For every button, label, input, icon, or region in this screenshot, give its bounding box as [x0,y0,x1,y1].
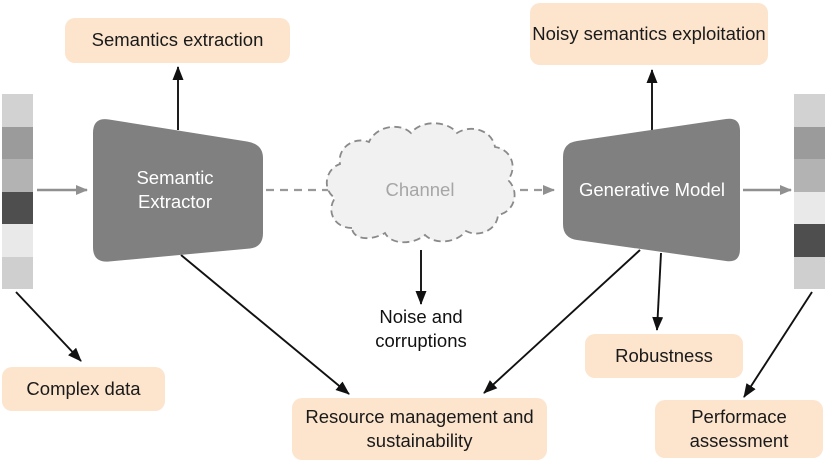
output-to-performance-arrow [743,291,813,398]
bar-segment [794,191,825,224]
bar-segment [2,159,33,192]
noise-and-corruptions-label: Noise and corruptions [375,305,467,351]
robustness-box: Robustness [585,334,743,378]
performance-assessment-box: Performace assessment [655,400,823,458]
resource-management-box: Resource management and sustainability [292,398,547,460]
generative-model-shape [563,118,740,262]
channel-cloud-shape [326,122,516,244]
model-to-resource-arrow [483,249,641,394]
input-data-bar [2,94,33,289]
input-to-complex-data-arrow [15,291,82,362]
bar-segment [794,94,825,127]
semantics-extraction-box: Semantics extraction [65,18,290,63]
bar-segment [2,256,33,289]
generative-model-label: Generative Model [578,178,726,200]
complex-data-box: Complex data [2,367,165,411]
bar-segment [794,126,825,159]
bar-segment [794,256,825,289]
bar-segment [2,126,33,159]
bar-segment [2,191,33,224]
output-data-bar [794,94,825,289]
channel-label: Channel [385,179,455,201]
semantic-extractor-shape [93,119,263,262]
bar-segment [2,94,33,127]
model-to-robustness-arrow [652,252,664,331]
bar-segment [2,224,33,257]
bar-segment [794,224,825,257]
noisy-semantics-exploitation-box: Noisy semantics exploitation [530,3,768,65]
semantic-extractor-label: Semantic Extractor [136,166,214,212]
extractor-to-resource-arrow [180,254,350,395]
bar-segment [794,159,825,192]
